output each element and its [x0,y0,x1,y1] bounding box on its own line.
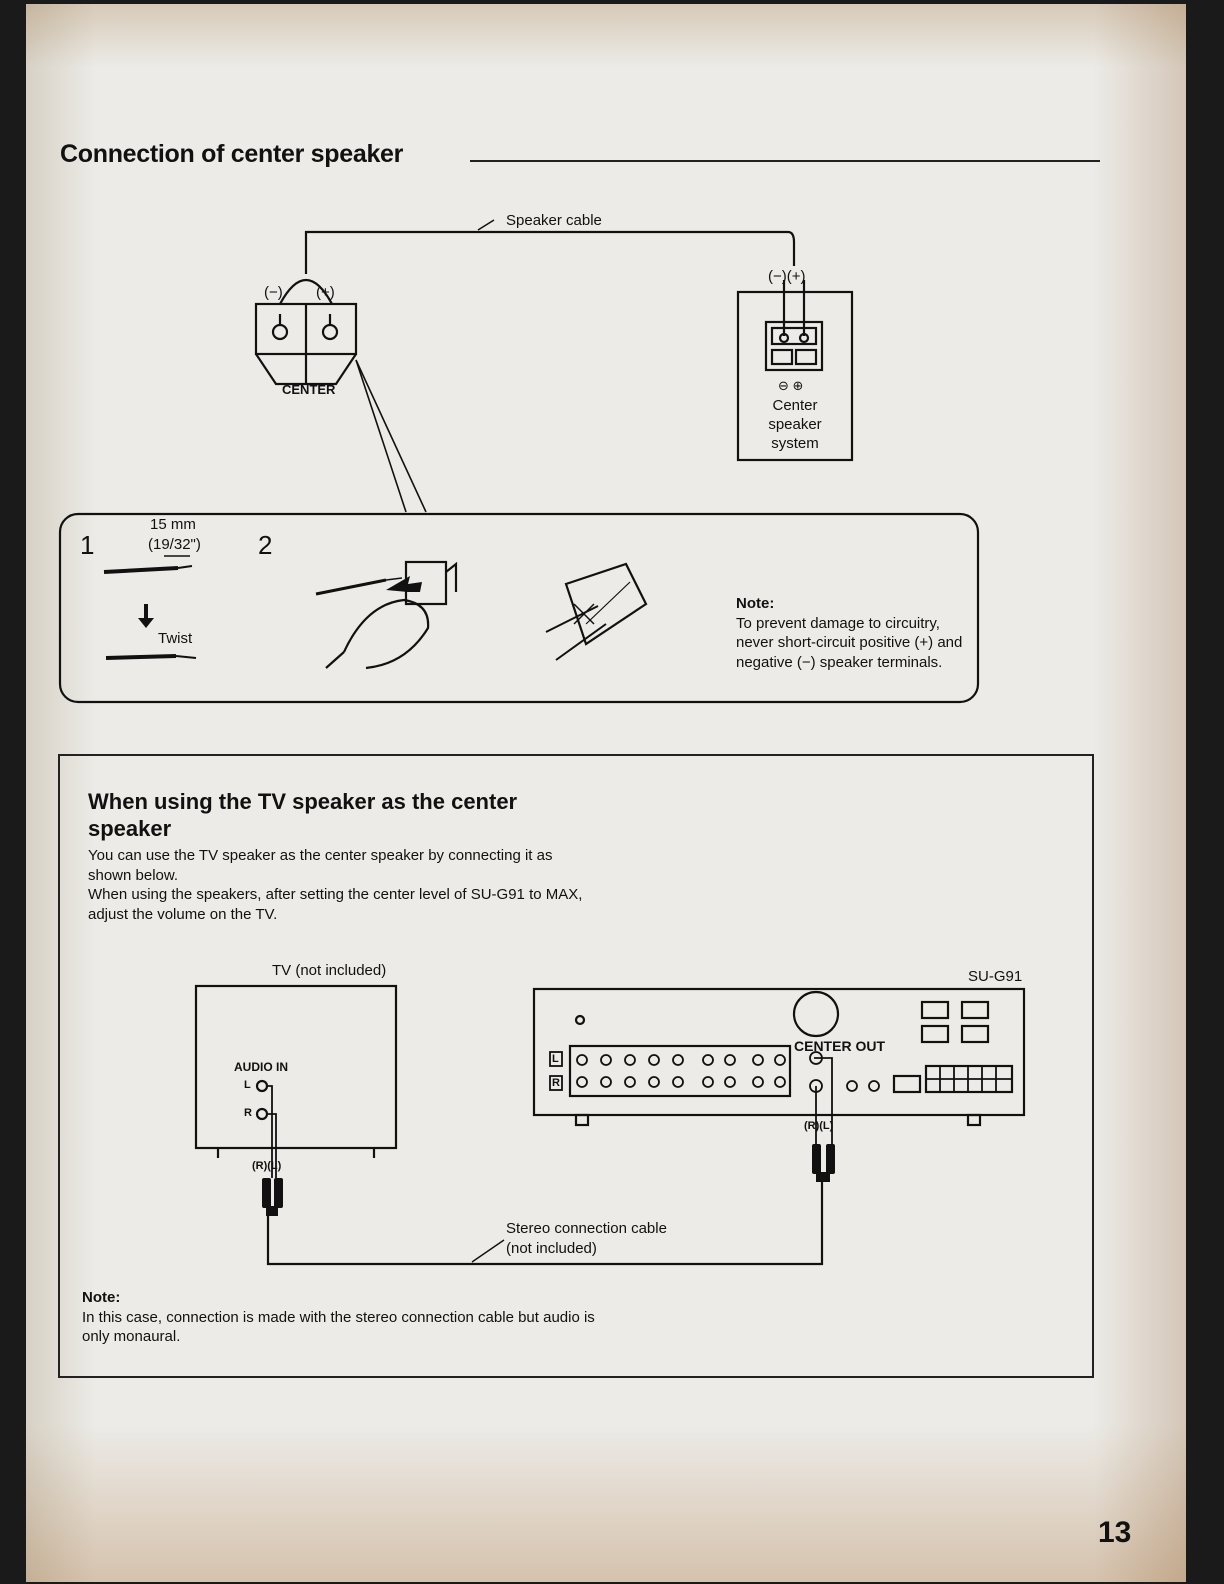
audio-in-label: AUDIO IN [234,1060,288,1074]
title-rule [470,160,1100,162]
terminal-minus-label: (−) [264,284,283,301]
center-speaker-system-label: Center speaker system [768,397,822,452]
terminal-plus-label: (+) [316,284,335,301]
speaker-polarity-label: ⊖ ⊕ [778,378,804,393]
stereo-cable-label: Stereo connection cable [506,1220,667,1237]
tv-section-para-2: When using the speakers, after setting t… [88,886,583,923]
tv-plug-rl-label: (R)(L) [252,1160,282,1172]
speaker-terminals-label: (−)(+) [768,268,806,285]
note2-heading: Note: [82,1289,121,1306]
monaural-note: Note: In this case, connection is made w… [82,1288,622,1347]
center-terminal-label: CENTER [282,382,336,397]
audio-in-r-label: R [244,1107,252,1119]
manual-page: Connection of center speaker [26,4,1186,1582]
note-text: To prevent damage to circuitry, never sh… [736,614,963,671]
page-number: 13 [1098,1516,1132,1549]
note-heading: Note: [736,595,775,612]
step-2-number: 2 [258,530,273,560]
strip-length-inch-label: (19/32") [148,536,201,553]
step-1-number: 1 [80,530,95,560]
tv-speaker-panel [58,754,1094,1378]
speaker-connection-diagram [58,219,1026,1266]
note2-text: In this case, connection is made with th… [82,1308,595,1346]
short-circuit-note: Note: To prevent damage to circuitry, ne… [736,594,976,672]
amp-row-l-label: L [552,1053,559,1065]
amp-model-label: SU-G91 [968,968,1023,985]
speaker-cable-label: Speaker cable [506,212,602,229]
amp-row-r-label: R [552,1077,560,1089]
twist-label: Twist [158,630,193,647]
strip-length-label: 15 mm [150,516,196,533]
tv-section-para-1: You can use the TV speaker as the center… [88,847,553,884]
section-title: Connection of center speaker [60,140,404,168]
amp-plug-rl-label: (R)(L) [804,1120,834,1132]
center-out-label: CENTER OUT [794,1038,885,1054]
audio-in-l-label: L [244,1079,251,1091]
tv-label: TV (not included) [272,962,387,979]
tv-section-body: You can use the TV speaker as the center… [88,846,588,924]
tv-section-title: When using the TV speaker as the center … [88,789,518,841]
stereo-cable-not-included: (not included) [506,1240,597,1257]
